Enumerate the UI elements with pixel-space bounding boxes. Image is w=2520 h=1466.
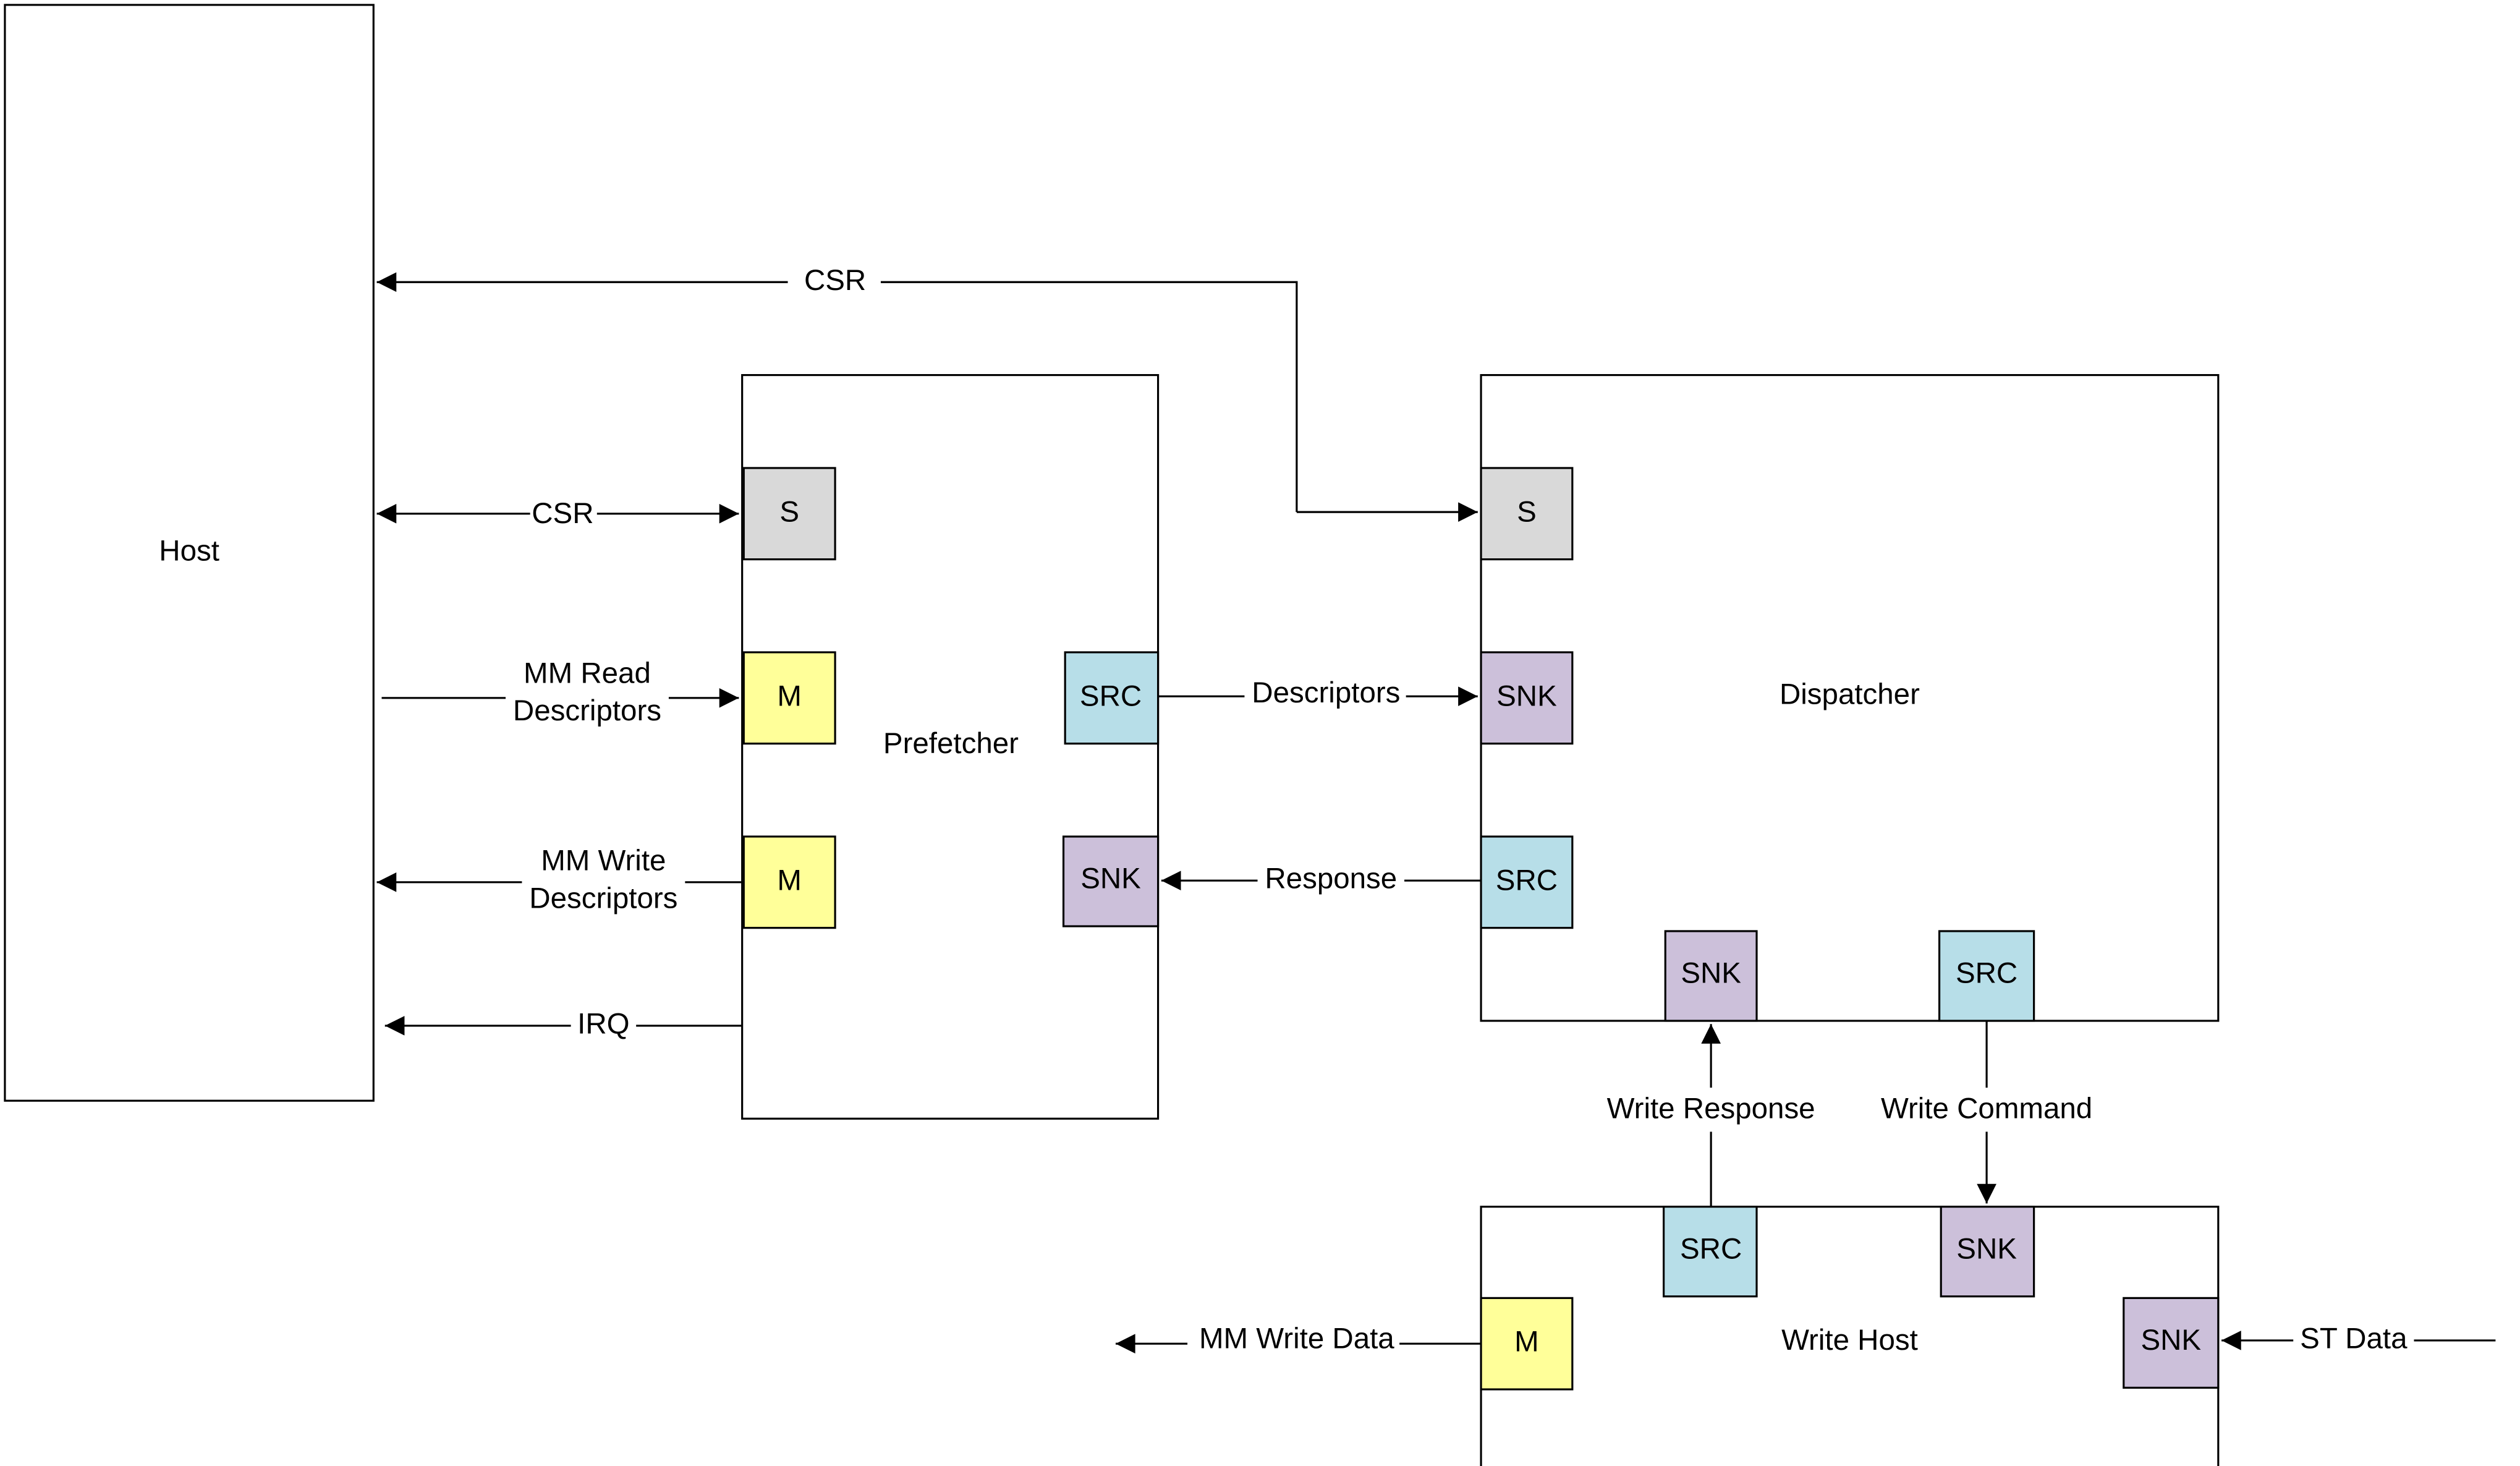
dispatcher-src-port: SRC — [1480, 835, 1574, 929]
port-label: S — [779, 495, 799, 528]
st-data-label: ST Data — [2300, 1322, 2408, 1355]
connections: CSR CSR MM Read Descriptors MM Write Des… — [376, 264, 2496, 1355]
host-block: Host — [4, 4, 375, 1102]
dispatcher-csr-port: S — [1480, 467, 1574, 561]
port-label: M — [777, 680, 802, 712]
prefetcher-write-master-port: M — [742, 835, 836, 929]
writehost-master-port: M — [1480, 1297, 1574, 1391]
port-label: SRC — [1080, 680, 1142, 712]
csr-dispatcher-label: CSR — [804, 264, 866, 297]
dispatcher-snk-port: SNK — [1480, 651, 1574, 745]
prefetcher-snk-port: SNK — [1062, 835, 1160, 927]
dispatcher-block: Dispatcher — [1480, 374, 2220, 1022]
port-label: M — [1514, 1326, 1539, 1358]
writehost-st-snk-port: SNK — [2123, 1297, 2220, 1389]
descriptors-label: Descriptors — [1252, 676, 1400, 709]
mm-write-label-1: MM Write — [541, 845, 666, 877]
write-command-label: Write Command — [1881, 1093, 2092, 1125]
port-label: SRC — [1496, 864, 1558, 897]
port-label: SNK — [1080, 863, 1141, 895]
port-label: S — [1517, 495, 1537, 528]
dispatcher-resp-snk-port: SNK — [1664, 930, 1758, 1022]
prefetcher-read-master-port: M — [742, 651, 836, 745]
write-host-block: Write Host — [1480, 1206, 2220, 1466]
mm-read-label-1: MM Read — [524, 657, 651, 689]
write-host-label: Write Host — [1781, 1324, 1918, 1357]
port-label: SRC — [1680, 1232, 1742, 1265]
dispatcher-cmd-src-port: SRC — [1938, 930, 2035, 1022]
port-label: SNK — [2140, 1324, 2201, 1357]
port-label: SNK — [1956, 1232, 2017, 1265]
port-label: M — [777, 864, 802, 897]
mm-write-label-2: Descriptors — [529, 882, 677, 914]
mm-write-data-label: MM Write Data — [1199, 1322, 1394, 1355]
irq-label: IRQ — [577, 1007, 629, 1040]
csr-prefetcher-label: CSR — [532, 497, 593, 530]
port-label: SNK — [1681, 957, 1741, 990]
prefetcher-label: Prefetcher — [883, 727, 1019, 760]
response-label: Response — [1265, 863, 1397, 895]
csr-dispatcher-line — [880, 281, 1298, 513]
writehost-src-port: SRC — [1663, 1206, 1758, 1298]
host-label: Host — [159, 535, 219, 568]
ports: S M M SRC SNK S SNK SRC SNK SRC SRC SNK … — [742, 467, 2220, 1391]
prefetcher-csr-port: S — [742, 467, 836, 561]
mm-read-label-2: Descriptors — [513, 694, 661, 727]
port-label: SRC — [1956, 957, 2017, 990]
write-response-label: Write Response — [1607, 1093, 1815, 1125]
writehost-snk-port: SNK — [1940, 1206, 2035, 1298]
port-label: SNK — [1496, 680, 1557, 712]
prefetcher-src-port: SRC — [1064, 651, 1160, 745]
dispatcher-label: Dispatcher — [1780, 678, 1920, 711]
